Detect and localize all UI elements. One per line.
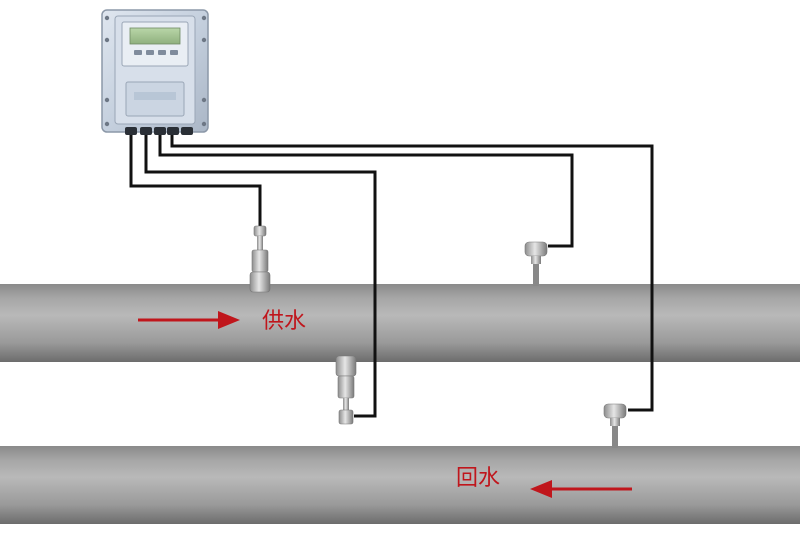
- supply-temp-sensor: [524, 241, 548, 286]
- cable-gland: [181, 127, 193, 135]
- bolt: [201, 15, 207, 21]
- return-flow-sensor: [335, 355, 357, 425]
- cable-supply-temp-sensor: [158, 133, 574, 248]
- return-pipe: [0, 446, 800, 524]
- keypad-button: [158, 50, 166, 55]
- keypad-button: [170, 50, 178, 55]
- keypad-button: [146, 50, 154, 55]
- supply-label: 供水: [262, 309, 306, 334]
- sensor-cap: [338, 409, 354, 425]
- sensor-foot: [249, 271, 271, 293]
- probe-head: [603, 403, 627, 419]
- cable-gland: [125, 127, 137, 135]
- cable-gland: [140, 127, 152, 135]
- probe-neck: [610, 418, 620, 426]
- bolt: [104, 15, 110, 21]
- keypad: [134, 50, 178, 55]
- sensor-body: [337, 375, 355, 399]
- cable-gland: [154, 127, 166, 135]
- bolt: [104, 37, 110, 43]
- probe-stem: [533, 264, 539, 286]
- nameplate: [134, 92, 176, 100]
- sensor-body: [251, 249, 269, 273]
- probe-neck: [531, 256, 541, 264]
- bolt: [201, 121, 207, 127]
- signal-cables: [129, 133, 654, 418]
- probe-head: [524, 241, 548, 257]
- cable-return-flow-sensor: [144, 133, 377, 418]
- sensor-foot: [335, 355, 357, 377]
- mounting-bolts: [104, 15, 207, 127]
- sensor-cap: [253, 225, 267, 237]
- sensor-stem: [257, 236, 263, 250]
- return-temp-sensor: [603, 403, 627, 448]
- return-flow-arrow: [530, 480, 632, 498]
- cable-glands: [125, 127, 193, 135]
- supply-flow-arrow: [138, 311, 240, 329]
- bolt: [201, 97, 207, 103]
- bolt: [104, 97, 110, 103]
- cable-supply-flow-sensor: [129, 133, 262, 232]
- supply-flow-sensor: [249, 225, 271, 293]
- probe-stem: [612, 426, 618, 448]
- cable-gland: [167, 127, 179, 135]
- return-label: 回水: [456, 466, 500, 491]
- bolt: [201, 37, 207, 43]
- flowmeter-unit: [101, 9, 209, 135]
- lcd-screen: [129, 27, 181, 45]
- bolt: [104, 121, 110, 127]
- cable-return-temp-sensor: [170, 133, 654, 412]
- keypad-button: [134, 50, 142, 55]
- supply-pipe: [0, 284, 800, 362]
- sensor-stem: [343, 398, 349, 410]
